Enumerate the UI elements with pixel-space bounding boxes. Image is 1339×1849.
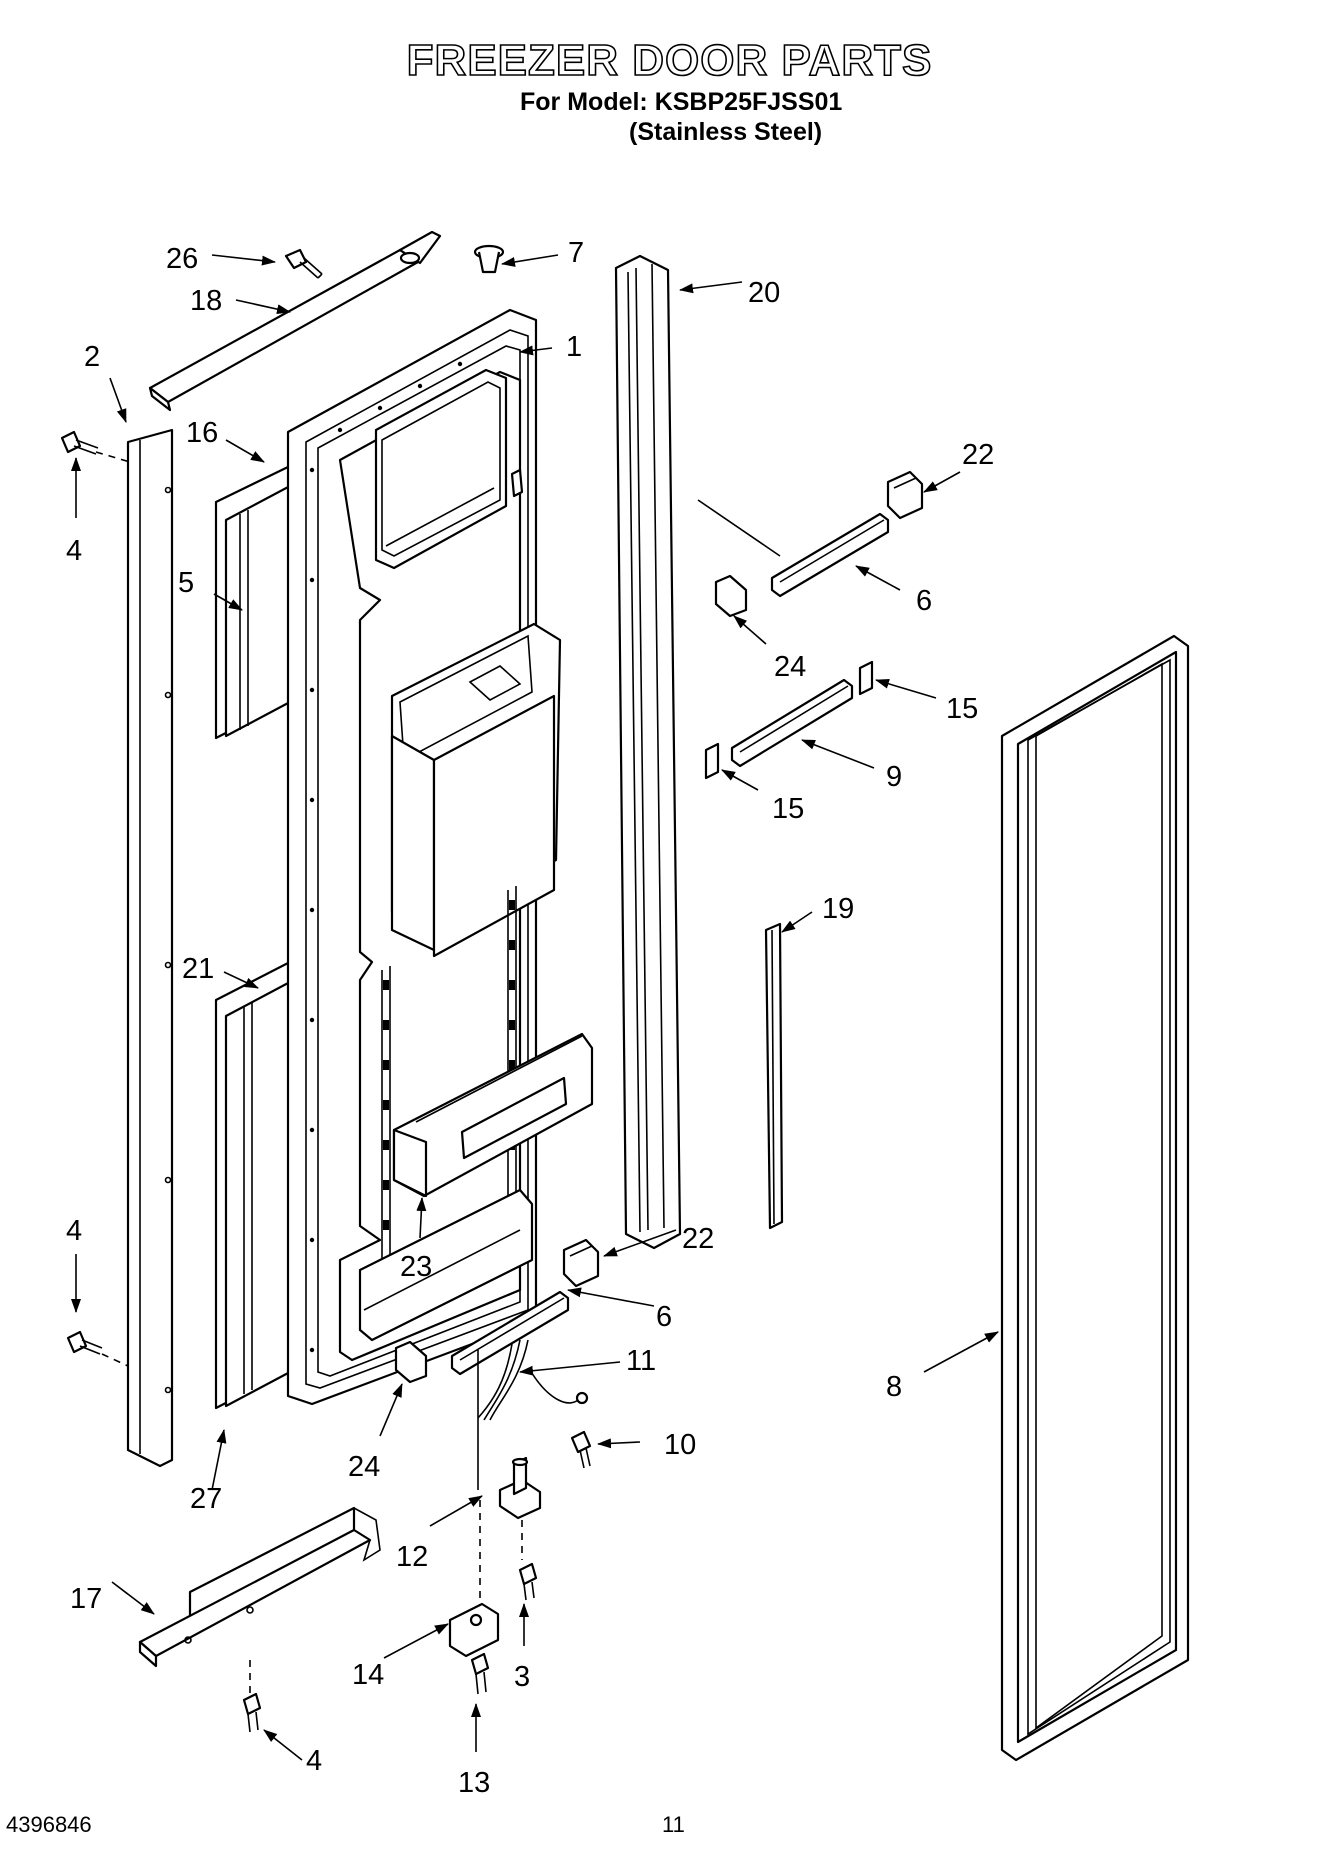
callout-22: 22 [962, 439, 994, 471]
part-5-liner-upper [224, 484, 292, 738]
part-24-clip-upper [714, 574, 748, 618]
callout-7: 7 [568, 237, 584, 269]
part-8-gasket [1000, 634, 1190, 1762]
part-15-end-cap-lower [704, 742, 720, 780]
callout-4: 4 [66, 1215, 82, 1247]
part-10-screw [570, 1430, 592, 1469]
callout-27: 27 [190, 1483, 222, 1515]
part-3-screw [518, 1562, 538, 1601]
model-line: For Model: KSBP25FJSS01 [520, 88, 843, 116]
callout-20: 20 [748, 277, 780, 309]
callout-16: 16 [186, 417, 218, 449]
callout-4: 4 [66, 535, 82, 567]
part-17-bottom-trim [138, 1506, 381, 1668]
callout-8: 8 [886, 1371, 902, 1403]
callout-21: 21 [182, 953, 214, 985]
callout-5: 5 [178, 567, 194, 599]
callout-3: 3 [514, 1661, 530, 1693]
callout-15: 15 [946, 693, 978, 725]
part-15-end-cap-upper [858, 660, 874, 696]
part-23-door-bin [392, 1032, 594, 1198]
finish-line: (Stainless Steel) [629, 118, 823, 146]
part-13-screw [470, 1652, 490, 1695]
callout-6: 6 [916, 585, 932, 617]
callout-11: 11 [626, 1345, 656, 1377]
part-26-screw [284, 248, 323, 279]
callout-10: 10 [664, 1429, 696, 1461]
part-4-screw-upper [60, 430, 99, 455]
callout-labels: 26 18 7 1 2 4 16 5 20 22 6 24 15 9 15 19… [66, 237, 994, 1799]
part-18-top-trim [148, 230, 442, 412]
page-title: FREEZER DOOR PARTS [406, 35, 933, 86]
part-12-hinge-pin [498, 1456, 542, 1520]
part-14-hinge-block [448, 1602, 500, 1658]
callout-22: 22 [682, 1223, 714, 1255]
part-1-door-panel [286, 308, 562, 1406]
part-22-bracket-upper [886, 470, 924, 520]
callout-13: 13 [458, 1767, 490, 1799]
document-number: 4396846 [6, 1812, 92, 1837]
callout-2: 2 [84, 341, 100, 373]
callout-4: 4 [306, 1745, 322, 1777]
callout-12: 12 [396, 1541, 428, 1573]
part-4-screw-bottom [242, 1692, 262, 1733]
callout-26: 26 [166, 243, 198, 275]
callout-15: 15 [772, 793, 804, 825]
part-6-shelf-rail-lower [450, 1290, 570, 1376]
leader-arrows [71, 254, 999, 1761]
part-7-plug [473, 244, 505, 274]
part-11-wire-harness [477, 1339, 589, 1421]
callout-6: 6 [656, 1301, 672, 1333]
part-4-screw-lower [66, 1330, 103, 1355]
callout-24: 24 [774, 651, 806, 683]
callout-23: 23 [400, 1251, 432, 1283]
part-9-shelf-rail [730, 678, 854, 768]
part-27-liner-lower [224, 980, 292, 1408]
callout-18: 18 [190, 285, 222, 317]
part-20-hinge-trim [614, 254, 682, 1250]
callout-24: 24 [348, 1451, 380, 1483]
callout-9: 9 [886, 761, 902, 793]
part-6-shelf-rail-upper [770, 512, 890, 598]
callout-1: 1 [566, 331, 582, 363]
part-2-side-trim [126, 428, 174, 1468]
part-19-strip [764, 922, 784, 1230]
part-22-bracket-lower [562, 1238, 600, 1288]
callout-19: 19 [822, 893, 854, 925]
callout-17: 17 [70, 1583, 102, 1615]
part-24-clip-lower [394, 1340, 428, 1384]
page-number: 11 [662, 1812, 685, 1837]
callout-14: 14 [352, 1659, 384, 1691]
